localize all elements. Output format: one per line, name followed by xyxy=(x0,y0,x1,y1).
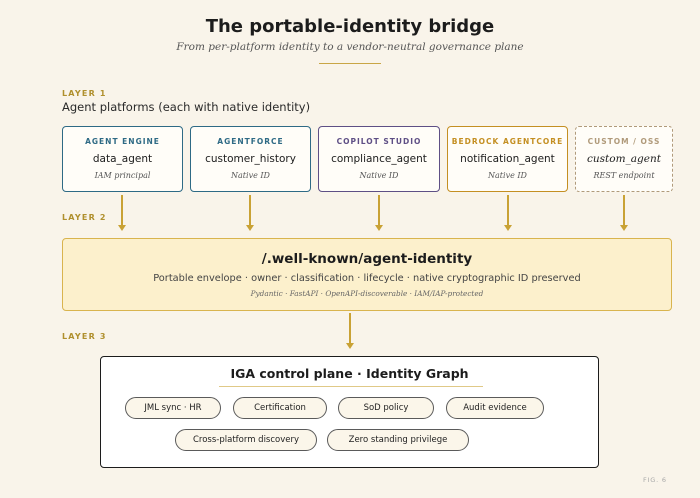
capability-pill: Cross-platform discovery xyxy=(175,429,317,451)
capability-pill: SoD policy xyxy=(338,397,434,419)
platform-name: BEDROCK AGENTCORE xyxy=(451,137,564,146)
title-divider xyxy=(319,63,381,64)
endpoint-path: /.well-known/agent-identity xyxy=(261,251,473,267)
endpoint-description: Portable envelope · owner · classificati… xyxy=(153,273,581,284)
identity-type: REST endpoint xyxy=(593,171,655,180)
layer-3-tag: LAYER 3 xyxy=(62,332,107,341)
diagram-title: The portable-identity bridge xyxy=(205,16,495,37)
figure-label: FIG. 6 xyxy=(643,476,667,484)
arrow-head-icon xyxy=(504,225,512,231)
platform-agent-engine: AGENT ENGINE data_agent IAM principal xyxy=(62,126,183,192)
layer-1-description: Agent platforms (each with native identi… xyxy=(62,100,311,114)
arrow-connector xyxy=(249,195,251,225)
identity-type: Native ID xyxy=(359,171,399,180)
arrow-head-icon xyxy=(620,225,628,231)
identity-type: IAM principal xyxy=(94,171,151,180)
platform-custom-oss: CUSTOM / OSS custom_agent REST endpoint xyxy=(575,126,673,192)
agent-id: customer_history xyxy=(205,153,296,165)
platform-bedrock-agentcore: BEDROCK AGENTCORE notification_agent Nat… xyxy=(447,126,568,192)
agent-id: custom_agent xyxy=(587,153,661,165)
arrow-head-icon xyxy=(118,225,126,231)
capability-pill: Zero standing privilege xyxy=(327,429,469,451)
capability-pill: JML sync · HR xyxy=(125,397,221,419)
diagram-subtitle: From per-platform identity to a vendor-n… xyxy=(176,41,524,53)
platform-name: CUSTOM / OSS xyxy=(587,137,661,146)
identity-type: Native ID xyxy=(488,171,527,180)
arrow-connector xyxy=(378,195,380,225)
agent-id: notification_agent xyxy=(460,153,555,165)
layer-2-tag: LAYER 2 xyxy=(62,213,107,222)
iga-title: IGA control plane · Identity Graph xyxy=(230,366,469,381)
capability-pill: Audit evidence xyxy=(446,397,544,419)
iga-control-plane-box: IGA control plane · Identity Graph JML s… xyxy=(100,356,599,468)
platform-agentforce: AGENTFORCE customer_history Native ID xyxy=(190,126,311,192)
well-known-endpoint-box: /.well-known/agent-identity Portable env… xyxy=(62,238,672,311)
arrow-connector xyxy=(623,195,625,225)
platform-copilot-studio: COPILOT STUDIO compliance_agent Native I… xyxy=(318,126,440,192)
layer-1-tag: LAYER 1 xyxy=(62,89,107,98)
arrow-head-icon xyxy=(246,225,254,231)
iga-divider xyxy=(219,386,483,387)
platform-name: COPILOT STUDIO xyxy=(336,137,422,146)
arrow-head-icon xyxy=(346,343,354,349)
arrow-connector xyxy=(507,195,509,225)
platform-name: AGENTFORCE xyxy=(217,137,284,146)
tech-stack: Pydantic · FastAPI · OpenAPI-discoverabl… xyxy=(250,289,484,298)
agent-id: compliance_agent xyxy=(331,153,427,165)
arrow-head-icon xyxy=(375,225,383,231)
arrow-connector xyxy=(121,195,123,225)
platform-name: AGENT ENGINE xyxy=(85,137,160,146)
agent-id: data_agent xyxy=(92,153,153,165)
capability-pill: Certification xyxy=(233,397,327,419)
identity-type: Native ID xyxy=(231,171,270,180)
arrow-connector xyxy=(349,313,351,343)
